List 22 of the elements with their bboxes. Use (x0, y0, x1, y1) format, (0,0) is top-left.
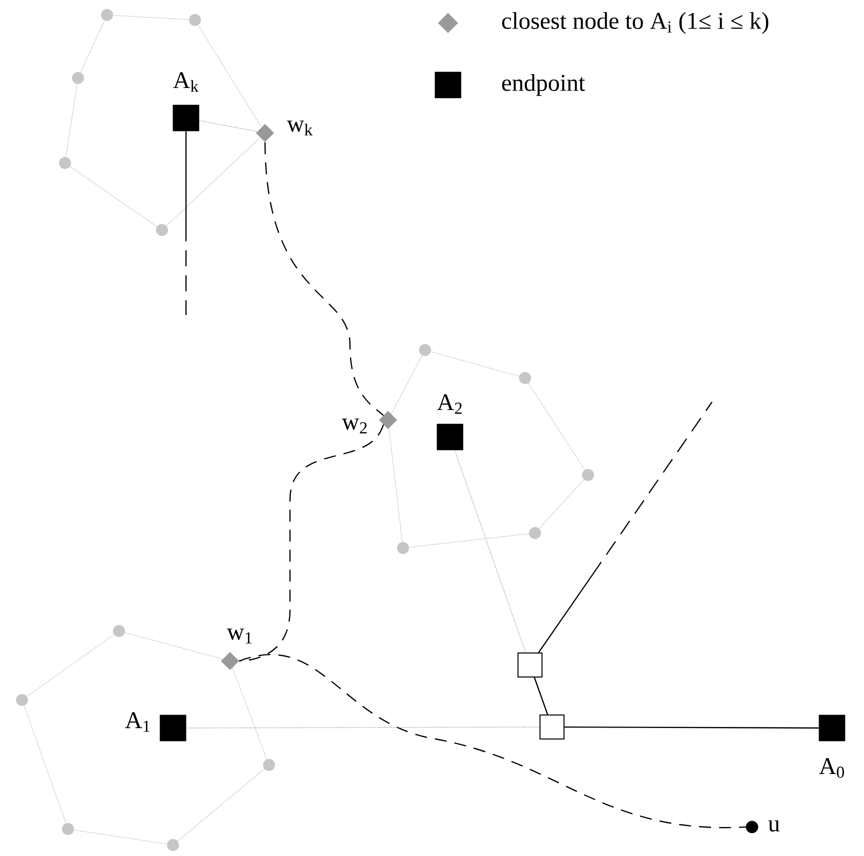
dashed-path (239, 424, 384, 662)
dotted-line (186, 726, 540, 728)
legend-text: endpoint (502, 74, 586, 96)
connector-line (564, 726, 819, 729)
connector-line (185, 131, 187, 315)
node-label: A$_{1}$ (125, 712, 150, 732)
node-label: w$_{k}$ (286, 120, 313, 136)
dotted-line (198, 120, 258, 132)
connector-line (534, 677, 548, 715)
connector-line (538, 402, 712, 653)
legend-text: closest node to A$_{i}$ (1≤ i ≤ k) (502, 12, 768, 34)
node-label: A$_{2}$ (437, 394, 462, 414)
node-label: A$_{0}$ (819, 758, 844, 778)
node-label: u (768, 820, 780, 832)
dashed-path (264, 142, 384, 416)
node-label: w$_{2}$ (342, 418, 367, 434)
junction-square (540, 714, 564, 740)
dotted-line (454, 450, 526, 653)
dashed-path (239, 654, 746, 828)
junction-square (518, 652, 542, 678)
node-label: w$_{1}$ (226, 628, 252, 644)
node-label: A$_{k}$ (173, 72, 199, 92)
